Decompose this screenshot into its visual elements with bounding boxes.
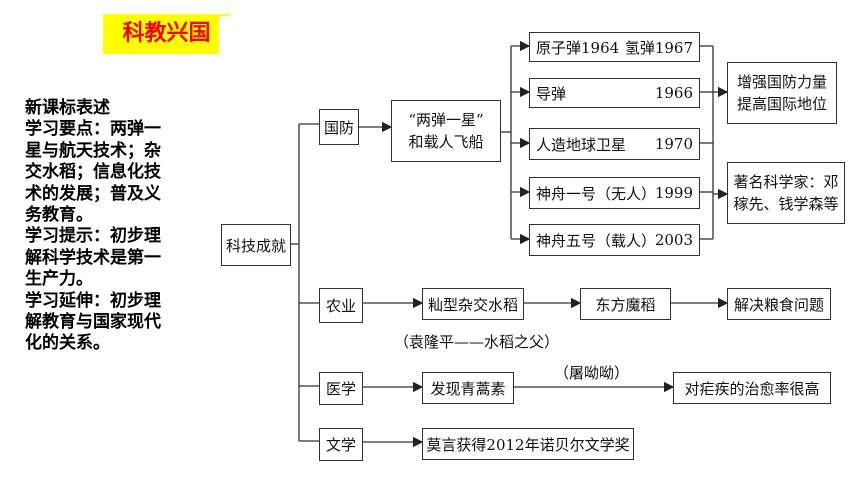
branch-label: 医学 — [325, 380, 356, 398]
branch-label: 国防 — [323, 118, 354, 137]
note-line: 学习延伸：初步理 — [25, 290, 161, 311]
learning-notes: 新课标表述 学习要点：两弹一 星与航天技术；杂 交水稻；信息化技 术的发展；普及… — [25, 98, 210, 355]
med-item-2: 对疟疾的治愈率很高 — [673, 372, 831, 404]
agri-note: （袁隆平——水稻之父） — [394, 333, 560, 351]
item-label: 神舟一号（无人） — [536, 184, 657, 203]
note-line: 术的发展；普及义 — [25, 183, 161, 204]
page-title: 科教兴国 — [103, 14, 230, 54]
defense-result-1: 增强国防力量 提高国际地位 — [727, 62, 837, 124]
branch-label: 文学 — [325, 436, 356, 454]
defense-item: 神舟五号（载人） 2003 — [529, 224, 700, 256]
defense-item: 导弹 1966 — [529, 78, 700, 108]
note-line: 解科学技术是第一 — [25, 247, 161, 268]
note-line: 务教育。 — [25, 205, 93, 226]
result-line: 著名科学家：邓 — [733, 173, 839, 191]
root-label: 科技成就 — [225, 236, 286, 255]
item-label: 神舟五号（载人） — [536, 231, 657, 250]
med-label: 对疟疾的治愈率很高 — [684, 379, 820, 398]
result-line: 增强国防力量 — [736, 73, 827, 91]
result-line: 稼先、钱学森等 — [733, 195, 839, 213]
defense-item: 人造地球卫星 1970 — [529, 128, 700, 160]
branch-literature: 文学 — [319, 428, 363, 461]
note-line: 解教育与国家现代 — [25, 312, 161, 333]
item-label: 原子弹1964 — [536, 38, 620, 57]
agri-label: 籼型杂交水稻 — [427, 295, 518, 314]
item-year: 2003 — [654, 231, 693, 249]
agri-item-2: 东方魔稻 — [580, 288, 671, 320]
result-line: 提高国际地位 — [736, 95, 827, 113]
note-line: 交水稻；信息化技 — [25, 162, 161, 183]
branch-medicine: 医学 — [319, 372, 363, 405]
branch-defense: 国防 — [319, 109, 359, 145]
note-line: 化的关系。 — [25, 333, 110, 354]
defense-item: 原子弹1964 氢弹1967 — [529, 32, 700, 62]
note-line: 学习提示：初步理 — [25, 226, 161, 247]
agri-item-3: 解决粮食问题 — [727, 288, 831, 320]
lit-item-1: 莫言获得2012年诺贝尔文学奖 — [422, 428, 634, 460]
med-item-1: 发现青蒿素 — [422, 372, 514, 404]
defense-hub: “两弹一星” 和载人飞船 — [391, 100, 501, 162]
item-year: 1999 — [654, 184, 693, 202]
branch-agriculture: 农业 — [319, 288, 363, 323]
defense-item: 神舟一号（无人） 1999 — [529, 177, 700, 209]
connector-lines — [291, 40, 729, 448]
hub-line: “两弹一星” — [408, 111, 484, 129]
item-label: 导弹 — [536, 84, 567, 103]
root-node: 科技成就 — [221, 224, 291, 266]
achievement-diagram: 科技成就 国防 农业 医学 文学 “两弹一星” 和载人飞船 原子弹1964 氢弹… — [219, 16, 845, 466]
med-note: （屠呦呦） — [554, 364, 630, 382]
hub-line: 和载人飞船 — [408, 133, 484, 151]
branch-label: 农业 — [325, 297, 356, 315]
lit-label: 莫言获得2012年诺贝尔文学奖 — [426, 435, 630, 454]
item-year: 1970 — [654, 135, 693, 153]
note-line: 学习要点：两弹一 — [25, 119, 161, 140]
item-label: 人造地球卫星 — [536, 135, 627, 154]
item-year: 1966 — [654, 84, 693, 102]
agri-item-1: 籼型杂交水稻 — [422, 288, 524, 320]
agri-label: 解决粮食问题 — [733, 295, 824, 314]
item-label-2: 氢弹1967 — [624, 38, 693, 57]
agri-label: 东方魔稻 — [595, 295, 656, 314]
note-line: 新课标表述 — [25, 98, 110, 118]
note-line: 星与航天技术；杂 — [25, 140, 161, 161]
defense-result-2: 著名科学家：邓 稼先、钱学森等 — [727, 162, 845, 224]
note-line: 生产力。 — [25, 269, 93, 290]
med-label: 发现青蒿素 — [430, 379, 506, 398]
